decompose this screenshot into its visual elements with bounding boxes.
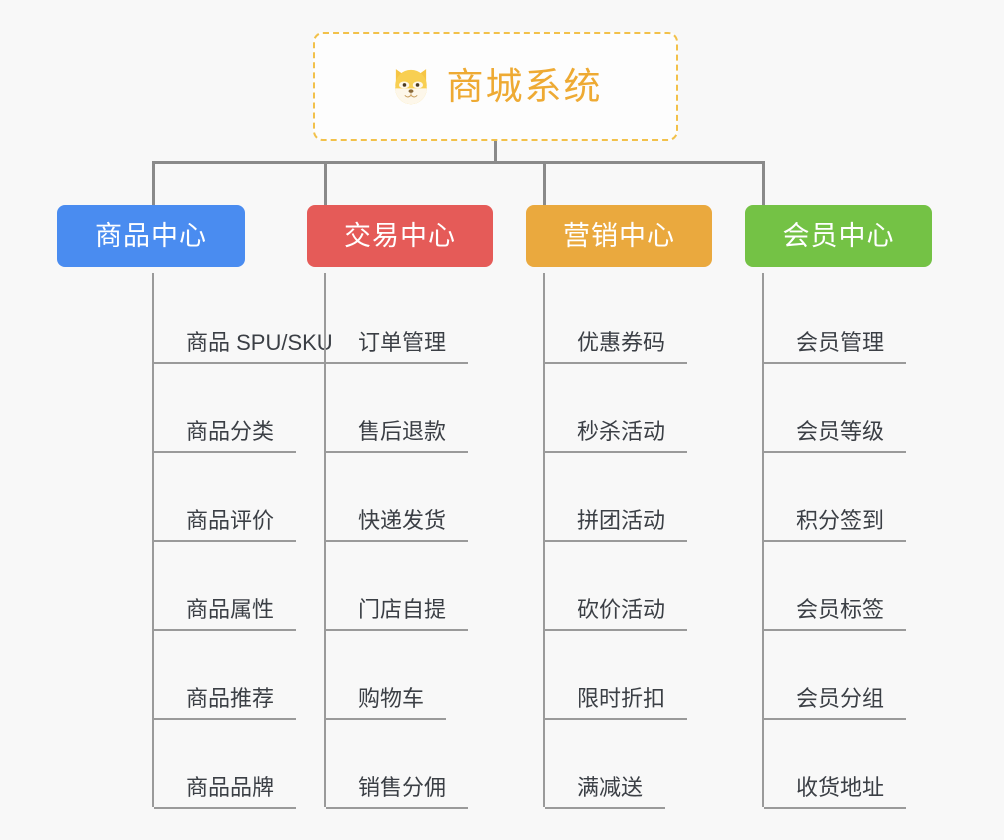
leaf-item-underline: 商品品牌 xyxy=(154,774,297,809)
root-title: 商城系统 xyxy=(446,66,603,107)
leaf-item-label: 优惠券码 xyxy=(577,329,666,355)
category-box-marketing-center[interactable]: 营销中心 xyxy=(526,205,712,267)
category-box-trade-center[interactable]: 交易中心 xyxy=(307,205,493,267)
leaf-item-label: 快递发货 xyxy=(358,507,447,533)
connector-trunk xyxy=(494,141,497,164)
leaf-item-label: 商品评价 xyxy=(186,507,275,533)
leaf-item-label: 砍价活动 xyxy=(577,596,666,622)
leaf-item-underline: 商品属性 xyxy=(154,596,297,631)
category-label-member-center: 会员中心 xyxy=(782,220,895,251)
leaf-item-underline: 售后退款 xyxy=(326,418,469,453)
leaf-item-label: 商品推荐 xyxy=(186,685,275,711)
connector-rail-trade-center xyxy=(324,273,326,807)
category-box-product-center[interactable]: 商品中心 xyxy=(57,205,245,267)
connector-rail-product-center xyxy=(152,273,154,807)
root-node-商城系统[interactable]: 商城系统 xyxy=(313,32,678,141)
leaf-item-underline: 商品评价 xyxy=(154,507,297,542)
leaf-item-underline: 秒杀活动 xyxy=(545,418,688,453)
leaf-item-underline: 会员管理 xyxy=(764,329,907,364)
connector-bus xyxy=(152,161,764,164)
leaf-item-label: 售后退款 xyxy=(358,418,447,444)
connector-rail-member-center xyxy=(762,273,764,807)
leaf-item-label: 会员管理 xyxy=(796,329,885,355)
leaf-item-underline: 收货地址 xyxy=(764,774,907,809)
leaf-item-underline: 会员标签 xyxy=(764,596,907,631)
connector-rail-marketing-center xyxy=(543,273,545,807)
leaf-item-label: 限时折扣 xyxy=(577,685,666,711)
leaf-item-underline: 优惠券码 xyxy=(545,329,688,364)
leaf-item-underline: 会员分组 xyxy=(764,685,907,720)
connector-drop-product-center xyxy=(152,161,155,205)
leaf-item-underline: 快递发货 xyxy=(326,507,469,542)
leaf-item-label: 商品 SPU/SKU xyxy=(186,329,333,355)
leaf-item-underline: 商品 SPU/SKU xyxy=(154,330,355,364)
connector-drop-trade-center xyxy=(324,161,327,205)
shiba-dog-icon xyxy=(394,68,427,104)
leaf-item-label: 销售分佣 xyxy=(358,774,447,800)
leaf-item-underline: 会员等级 xyxy=(764,418,907,453)
leaf-item-label: 收货地址 xyxy=(796,774,885,800)
leaf-item-label: 会员分组 xyxy=(796,685,885,711)
leaf-item-label: 会员标签 xyxy=(796,596,885,622)
leaf-item-underline: 砍价活动 xyxy=(545,596,688,631)
connector-drop-marketing-center xyxy=(543,161,546,205)
leaf-item-label: 会员等级 xyxy=(796,418,885,444)
leaf-item-underline: 商品推荐 xyxy=(154,685,297,720)
leaf-item-label: 商品品牌 xyxy=(186,774,275,800)
leaf-item-label: 拼团活动 xyxy=(577,507,666,533)
leaf-item-label: 购物车 xyxy=(358,685,425,711)
category-box-member-center[interactable]: 会员中心 xyxy=(745,205,932,267)
leaf-item-underline: 购物车 xyxy=(326,685,447,720)
leaf-item-underline: 门店自提 xyxy=(326,596,469,631)
leaf-item-label: 秒杀活动 xyxy=(577,418,666,444)
leaf-item-underline: 限时折扣 xyxy=(545,685,688,720)
leaf-item-underline: 积分签到 xyxy=(764,507,907,542)
leaf-item-underline: 满减送 xyxy=(545,774,666,809)
leaf-item-underline: 拼团活动 xyxy=(545,507,688,542)
leaf-item-label: 商品属性 xyxy=(186,596,275,622)
category-label-marketing-center: 营销中心 xyxy=(563,220,675,251)
leaf-item-label: 商品分类 xyxy=(186,418,275,444)
category-label-product-center: 商品中心 xyxy=(95,220,207,251)
leaf-item-label: 订单管理 xyxy=(358,329,447,355)
leaf-item-label: 门店自提 xyxy=(358,596,447,622)
leaf-item-label: 满减送 xyxy=(577,774,644,800)
connector-drop-member-center xyxy=(762,161,765,205)
leaf-item-underline: 商品分类 xyxy=(154,418,297,453)
leaf-item-underline: 订单管理 xyxy=(326,329,469,364)
category-label-trade-center: 交易中心 xyxy=(344,220,456,251)
leaf-item-label: 积分签到 xyxy=(796,507,885,533)
leaf-item-underline: 销售分佣 xyxy=(326,774,469,809)
